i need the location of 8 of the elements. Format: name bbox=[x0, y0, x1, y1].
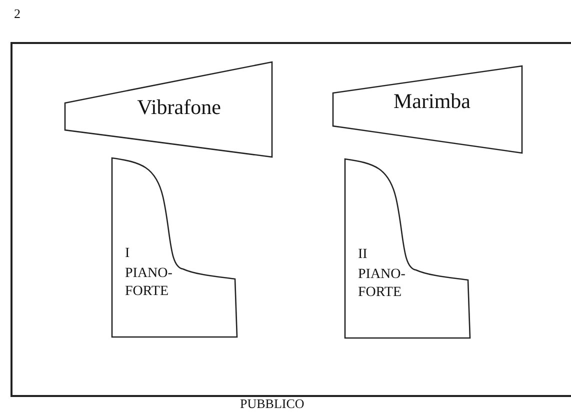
instrument-label: II bbox=[358, 246, 368, 264]
instrument-label: Marimba bbox=[394, 88, 470, 114]
instrument-label: PIANO- FORTE bbox=[358, 266, 406, 302]
instrument-label: Vibrafone bbox=[137, 94, 221, 120]
page-number: 2 bbox=[14, 6, 20, 22]
instrument-label: I bbox=[125, 245, 130, 263]
instrument-label: PIANO- FORTE bbox=[125, 265, 174, 301]
audience-label: PUBBLICO bbox=[240, 396, 304, 412]
